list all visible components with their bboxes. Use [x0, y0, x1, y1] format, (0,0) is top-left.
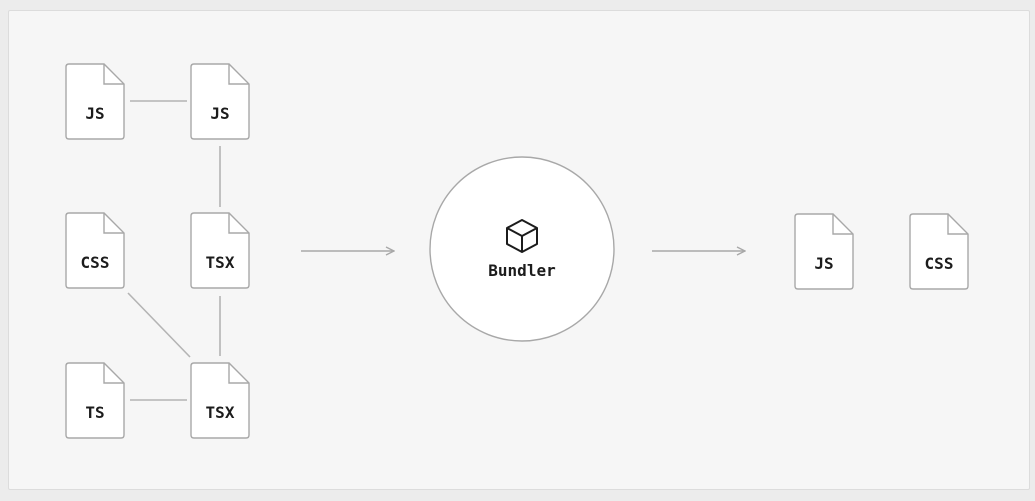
file-icon: [65, 362, 125, 439]
input-files: JS JS CSS TSX TS TSX: [65, 63, 250, 439]
file-label: TSX: [206, 253, 235, 272]
file-icon: [909, 213, 969, 290]
file-node-ts: TS: [65, 362, 125, 439]
cube-icon: [506, 219, 538, 253]
file-fold: [947, 214, 968, 235]
file-node-js: JS: [65, 63, 125, 140]
file-label: JS: [210, 104, 229, 123]
output-files: JS CSS: [794, 213, 969, 290]
file-icon: [794, 213, 854, 290]
file-fold: [228, 64, 249, 85]
file-fold: [103, 64, 124, 85]
file-label: TS: [85, 403, 104, 422]
file-node-tsx: TSX: [190, 362, 250, 439]
file-label: CSS: [925, 254, 954, 273]
file-icon: [190, 63, 250, 140]
file-fold: [228, 363, 249, 384]
bundler-label: Bundler: [488, 261, 555, 280]
file-icon: [65, 63, 125, 140]
file-icon: [65, 212, 125, 289]
file-node-js: JS: [794, 213, 854, 290]
file-fold: [832, 214, 853, 235]
file-fold: [228, 213, 249, 234]
file-fold: [103, 363, 124, 384]
file-label: JS: [814, 254, 833, 273]
file-fold: [103, 213, 124, 234]
file-label: TSX: [206, 403, 235, 422]
file-node-css: CSS: [909, 213, 969, 290]
file-icon: [190, 362, 250, 439]
file-label: JS: [85, 104, 104, 123]
file-node-tsx: TSX: [190, 212, 250, 289]
file-node-css: CSS: [65, 212, 125, 289]
file-node-js: JS: [190, 63, 250, 140]
edge-css-tsx2: [127, 292, 191, 358]
file-icon: [190, 212, 250, 289]
file-label: CSS: [81, 253, 110, 272]
bundler-node: Bundler: [429, 156, 615, 342]
dependency-lines: [127, 100, 221, 401]
